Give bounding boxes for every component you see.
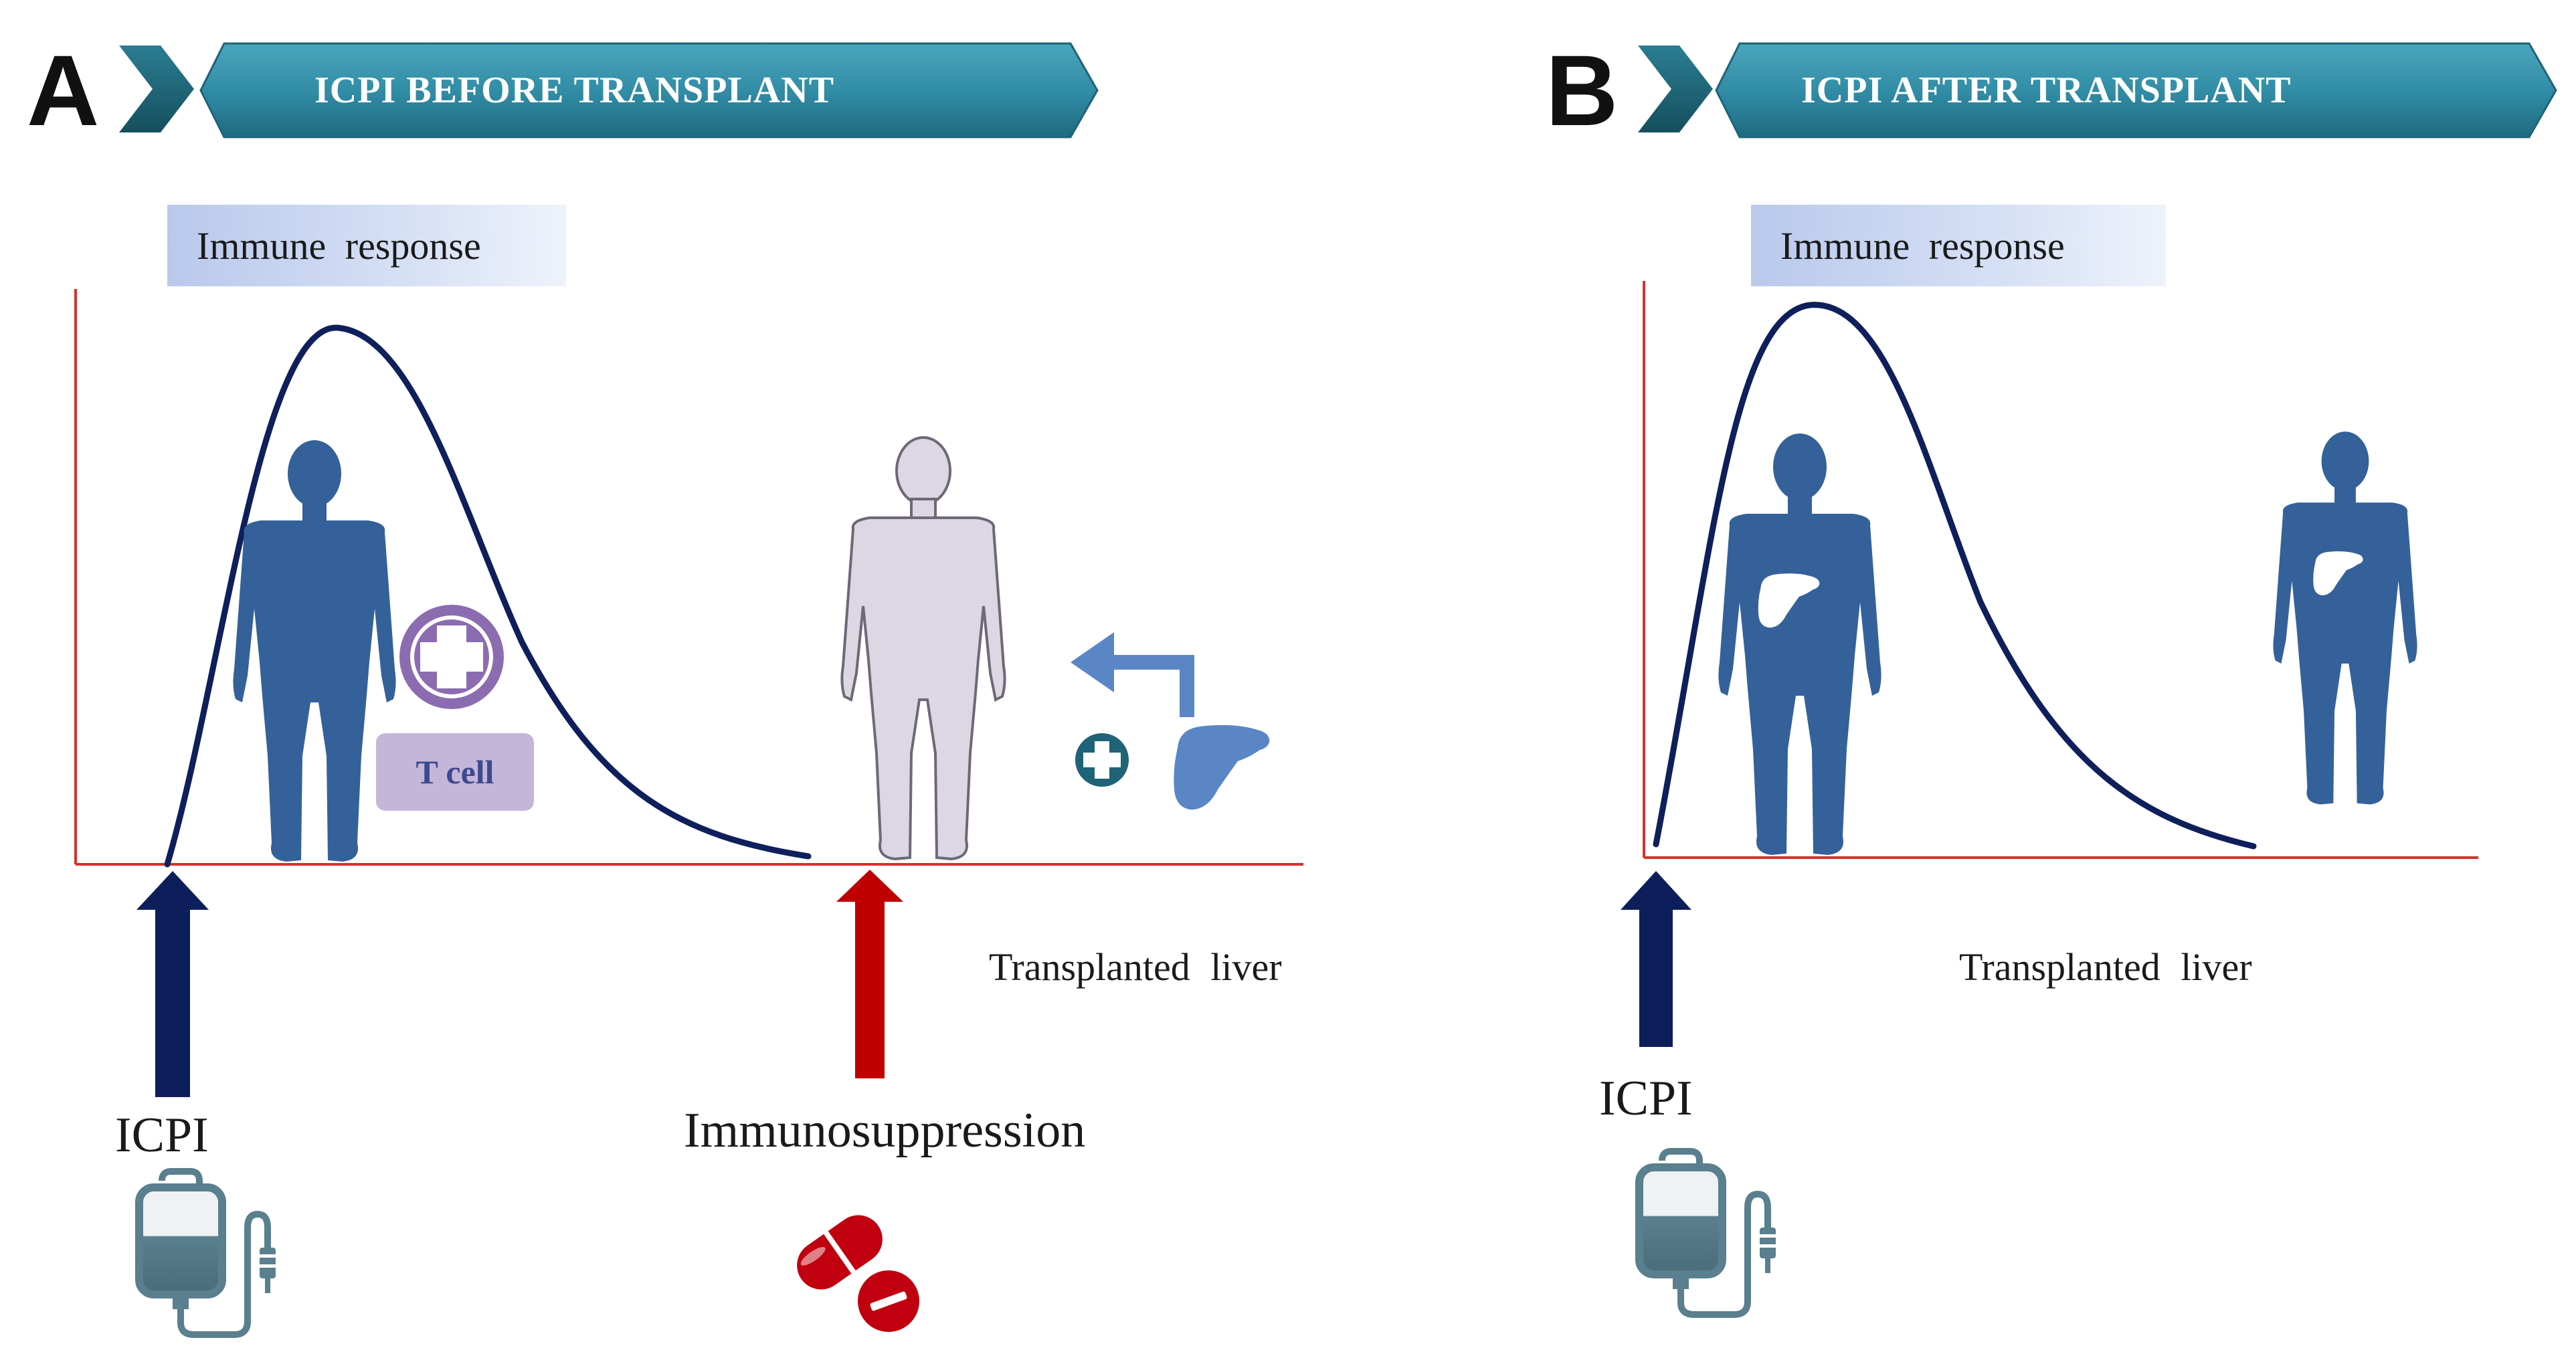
chevron-icon xyxy=(1638,45,1713,132)
title-banner xyxy=(199,42,1099,138)
iv-bag-icon xyxy=(1639,1151,1778,1315)
chevron-icon xyxy=(119,45,194,132)
iv-bag-icon xyxy=(139,1171,278,1335)
legend-label: Immune response xyxy=(167,205,566,286)
human-figure-icon xyxy=(840,436,1006,860)
plus-icon xyxy=(1075,733,1129,787)
immune-response-curve xyxy=(164,324,812,868)
transplant-label: Transplanted liver xyxy=(1959,945,2252,989)
t-cell-badge: T cell xyxy=(376,733,534,811)
human-figure-icon xyxy=(1718,433,1881,855)
immunosuppression-arrow xyxy=(836,870,903,1078)
pill-icon xyxy=(797,1215,919,1332)
icpi-arrow xyxy=(136,871,209,1097)
plus-icon xyxy=(399,605,504,709)
panel-title: ICPI BEFORE TRANSPLANT xyxy=(314,70,835,111)
panel-title: ICPI AFTER TRANSPLANT xyxy=(1801,70,2292,111)
icpi-label: ICPI xyxy=(1599,1071,1693,1126)
human-figure-icon xyxy=(2273,431,2417,805)
immune-response-curve xyxy=(1653,302,2257,850)
panel-b xyxy=(1621,42,2557,1315)
return-arrow-icon xyxy=(1071,632,1194,717)
panel-letter: A xyxy=(27,34,100,147)
human-figure-icon xyxy=(233,440,396,862)
liver-icon xyxy=(1174,724,1270,810)
panel-a xyxy=(74,42,1303,1335)
icpi-label: ICPI xyxy=(115,1108,209,1163)
transplant-label: Transplanted liver xyxy=(989,945,1282,989)
panel-letter: B xyxy=(1546,34,1619,147)
title-banner xyxy=(1715,42,2557,138)
immunosuppression-label: Immunosuppression xyxy=(684,1103,1086,1158)
icpi-arrow xyxy=(1621,871,1691,1047)
legend-label: Immune response xyxy=(1751,205,2166,286)
